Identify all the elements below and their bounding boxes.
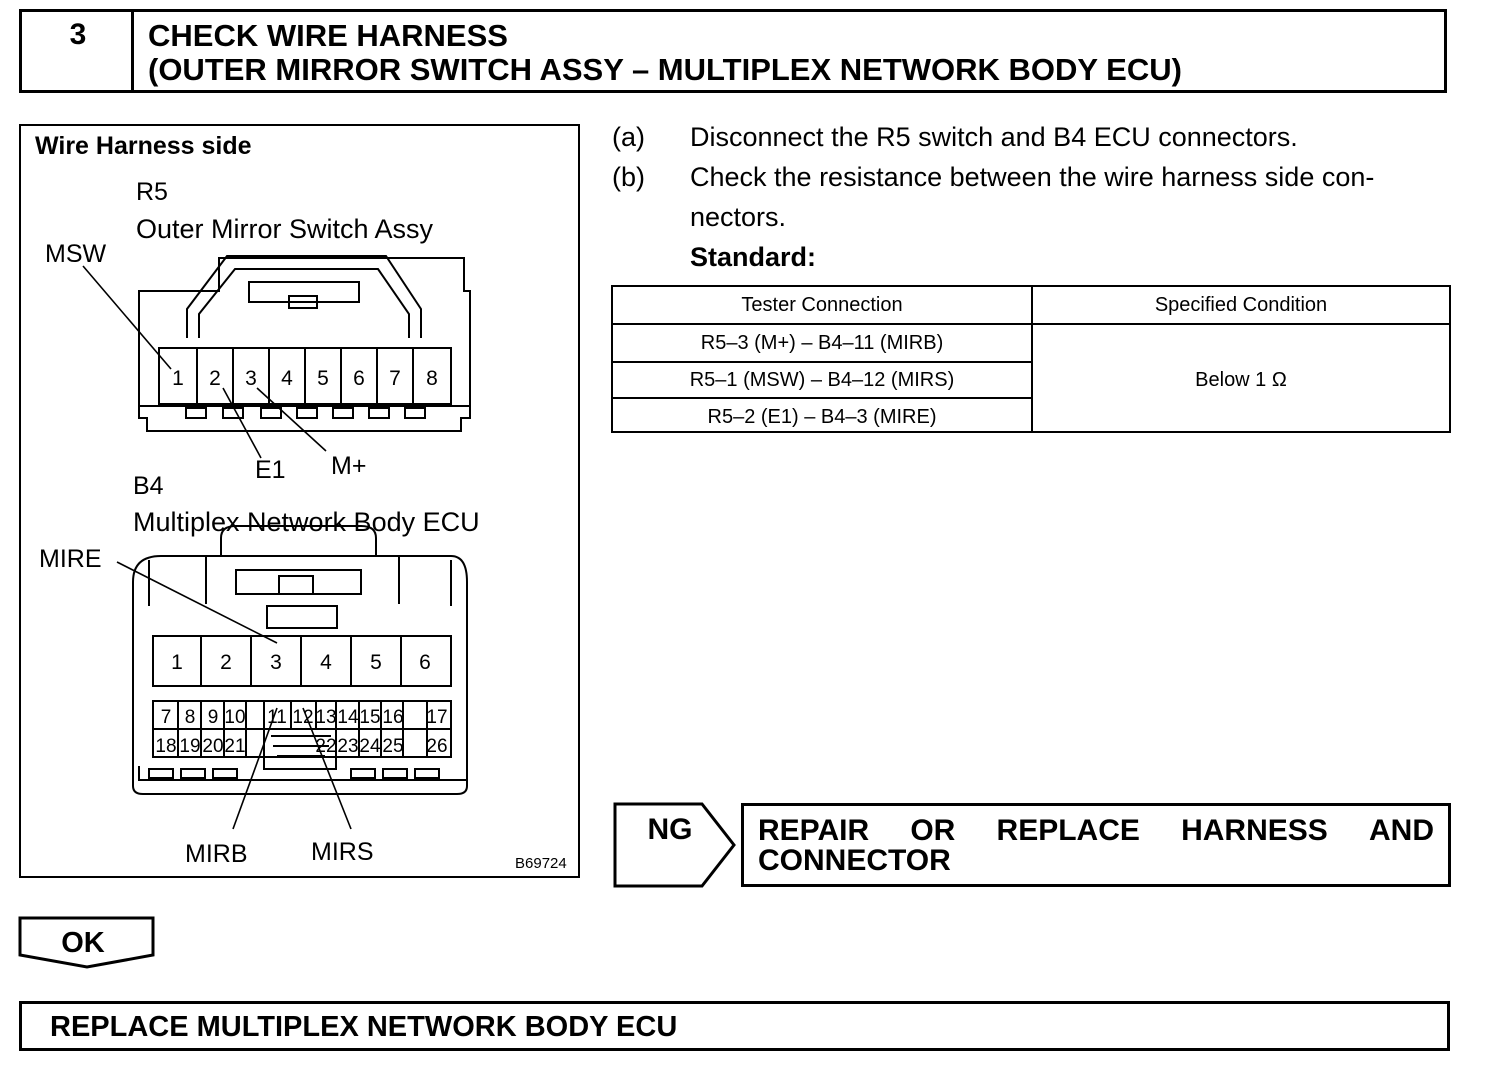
r5-pin: 5 (317, 367, 329, 390)
ng-result-line-2: CONNECTOR (758, 844, 951, 877)
b4-code-label: B4 (133, 472, 164, 500)
b4-pin: 16 (382, 707, 403, 728)
table-row: R5–3 (M+) – B4–11 (MIRB) (700, 332, 944, 354)
b4-pin: 18 (155, 736, 176, 757)
b4-pin: 11 (267, 707, 287, 728)
r5-name-label: Outer Mirror Switch Assy (136, 214, 434, 244)
step-a-text: Disconnect the R5 switch and B4 ECU conn… (690, 122, 1298, 152)
m-plus-callout: M+ (331, 452, 366, 480)
b4-pin: 9 (208, 707, 219, 728)
b4-pin: 3 (270, 651, 282, 674)
r5-pin: 4 (281, 367, 293, 390)
wire-harness-side-label: Wire Harness side (35, 132, 252, 160)
b4-pin: 4 (320, 651, 332, 674)
b4-pin: 17 (426, 707, 447, 728)
ng-arrow-box: NG (613, 802, 736, 888)
figure-code: B69724 (515, 855, 567, 872)
table-header-tester-connection: Tester Connection (741, 294, 903, 316)
b4-pin: 20 (202, 736, 223, 757)
b4-pin: 21 (224, 736, 245, 757)
r5-pin: 8 (426, 367, 438, 390)
b4-pin: 25 (382, 736, 403, 757)
step-header: 3 CHECK WIRE HARNESS (OUTER MIRROR SWITC… (19, 9, 1447, 93)
step-b-text-line-2: nectors. (690, 202, 787, 232)
ng-result-word: OR (910, 814, 956, 847)
step-number-cell: 3 (22, 12, 134, 90)
ng-result-line-1: REPAIR OR REPLACE HARNESS AND (758, 814, 1434, 848)
mirs-callout: MIRS (311, 838, 374, 866)
b4-pin: 22 (315, 736, 336, 757)
step-title-line-1: CHECK WIRE HARNESS (148, 18, 508, 53)
b4-pin: 6 (419, 651, 431, 674)
b4-pin: 24 (359, 736, 381, 757)
ng-result-word: REPAIR (758, 814, 870, 847)
b4-pin: 7 (161, 707, 172, 728)
table-divider (1031, 287, 1033, 431)
table-divider (613, 323, 1449, 325)
connector-diagram: Wire Harness side R5 Outer Mirror Switch… (19, 124, 580, 878)
b4-pin: 8 (185, 707, 196, 728)
standard-label: Standard: (690, 242, 817, 272)
r5-pin: 7 (389, 367, 401, 390)
r5-pin: 3 (245, 367, 257, 390)
r5-pin: 1 (172, 367, 184, 390)
step-b-text-line-1: Check the resistance between the wire ha… (690, 162, 1375, 192)
msw-callout: MSW (45, 240, 107, 268)
step-title-line-2: (OUTER MIRROR SWITCH ASSY – MULTIPLEX NE… (148, 52, 1182, 87)
table-divider (613, 361, 1031, 363)
ok-label: OK (61, 927, 105, 959)
table-header-specified-condition: Specified Condition (1154, 294, 1328, 316)
r5-pin: 6 (353, 367, 365, 390)
ng-result-box: REPAIR OR REPLACE HARNESS AND CONNECTOR (741, 803, 1451, 887)
b4-pin: 15 (359, 707, 380, 728)
mire-callout: MIRE (39, 545, 102, 573)
ng-result-word: REPLACE (996, 814, 1140, 847)
ng-label: NG (648, 813, 693, 846)
b4-pin: 5 (370, 651, 382, 674)
b4-pin: 23 (337, 736, 358, 757)
b4-pin: 13 (315, 707, 336, 728)
step-b-label: (b) (612, 162, 645, 192)
specified-condition-value: Below 1 Ω (1195, 369, 1287, 391)
ng-result-word: AND (1369, 814, 1434, 847)
table-divider (613, 397, 1031, 399)
spec-table: Tester Connection Specified Condition R5… (611, 285, 1451, 433)
final-result-text: REPLACE MULTIPLEX NETWORK BODY ECU (50, 1011, 678, 1043)
b4-pin: 1 (171, 651, 183, 674)
mirb-callout: MIRB (185, 840, 248, 868)
r5-code-label: R5 (136, 178, 168, 206)
final-result-box: REPLACE MULTIPLEX NETWORK BODY ECU (19, 1001, 1450, 1051)
ng-result-word: HARNESS (1181, 814, 1328, 847)
connector-diagram-svg: Wire Harness side R5 Outer Mirror Switch… (35, 132, 567, 872)
step-number: 3 (69, 18, 87, 51)
b4-name-label: Multiplex Network Body ECU (133, 507, 480, 537)
table-row: R5–1 (MSW) – B4–12 (MIRS) (689, 369, 955, 391)
ok-arrow-box: OK (18, 916, 155, 969)
r5-pin: 2 (209, 367, 221, 390)
e1-callout: E1 (255, 456, 286, 484)
step-a-label: (a) (612, 122, 645, 152)
b4-pin: 26 (426, 736, 447, 757)
b4-pin: 14 (337, 707, 359, 728)
b4-pin: 12 (292, 707, 313, 728)
table-row: R5–2 (E1) – B4–3 (MIRE) (707, 406, 937, 428)
b4-pin: 19 (179, 736, 200, 757)
b4-pin: 2 (220, 651, 232, 674)
b4-pin: 10 (224, 707, 245, 728)
